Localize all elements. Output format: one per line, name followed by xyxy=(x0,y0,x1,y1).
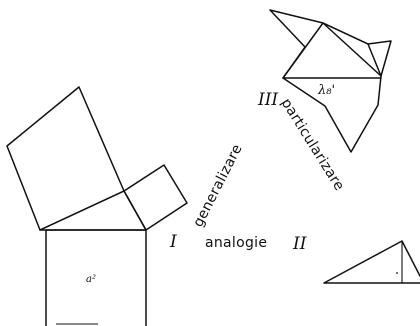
node-label-II: II xyxy=(292,234,307,254)
pythagoras-figure: a² xyxy=(6,86,188,326)
edge-label-particularizare: particularizare xyxy=(278,96,348,194)
star-outline xyxy=(269,9,392,153)
node-label-III: III xyxy=(257,90,278,110)
hypotenuse-square xyxy=(6,86,125,231)
right-triangle xyxy=(39,190,147,231)
star-inner-triangle xyxy=(282,22,382,79)
edge-label-analogie: analogie xyxy=(205,235,267,251)
star-diagonal xyxy=(322,22,369,45)
star-inner-diagonal xyxy=(367,43,382,77)
square-area-label: a² xyxy=(86,274,96,285)
star-chord-label: λ₈' xyxy=(317,83,335,98)
leg-square xyxy=(123,164,188,231)
node-label-I: I xyxy=(169,232,177,252)
edge-label-generalizare: generalizare xyxy=(190,142,245,230)
small-triangle xyxy=(323,240,420,284)
base-square xyxy=(45,229,147,326)
star-polygon-figure: λ₈' xyxy=(269,9,392,153)
right-angle-dot xyxy=(396,272,398,274)
small-triangle-figure xyxy=(323,240,420,284)
